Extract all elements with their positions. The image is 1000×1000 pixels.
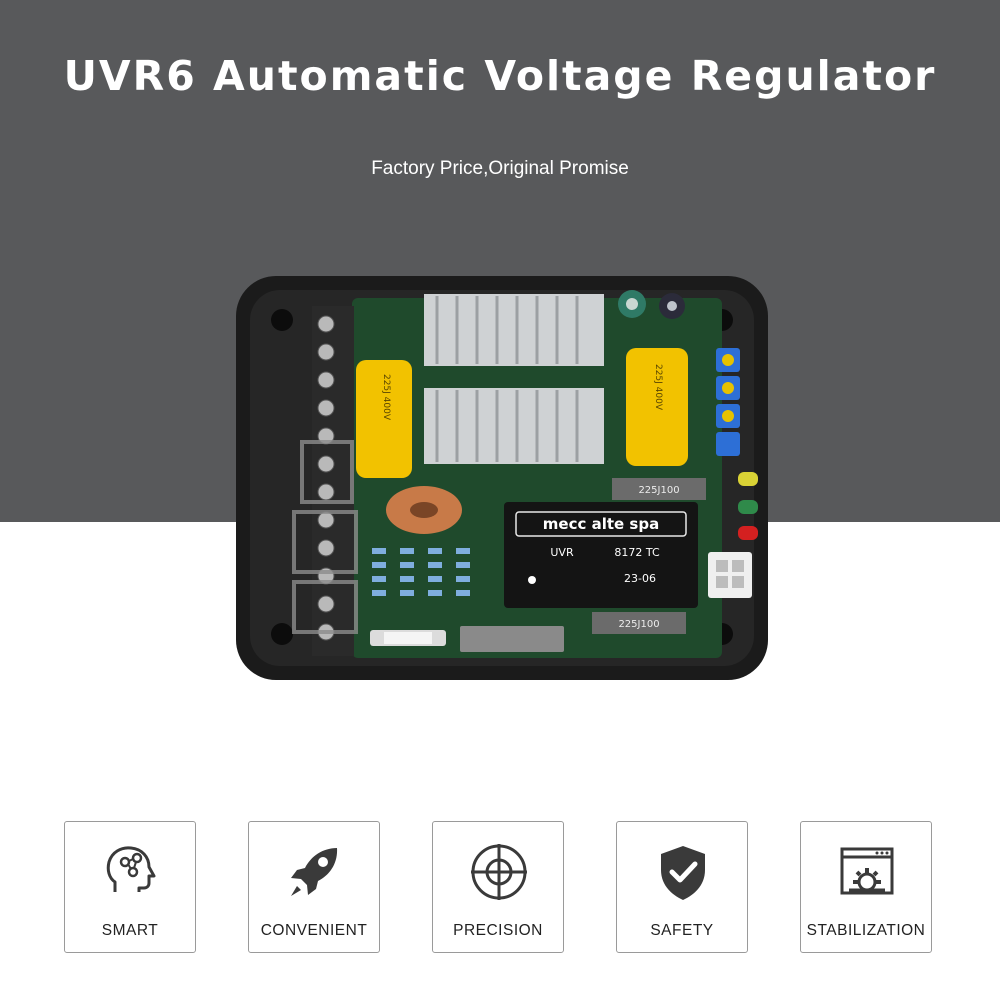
feature-card-safety: SAFETY bbox=[616, 821, 748, 953]
feature-label: SAFETY bbox=[650, 922, 714, 939]
crosshair-icon bbox=[471, 844, 527, 900]
page-title: UVR6 Automatic Voltage Regulator bbox=[63, 52, 937, 100]
svg-text:mecc alte spa: mecc alte spa bbox=[543, 515, 659, 533]
feature-label: SMART bbox=[101, 922, 159, 939]
page-subtitle: Factory Price,Original Promise bbox=[371, 158, 629, 179]
capacitor-right: 225J 400V bbox=[626, 348, 688, 466]
capacitor-left: 225J 400V bbox=[356, 360, 412, 478]
feature-card-precision: PRECISION bbox=[432, 821, 564, 953]
feature-card-stabilization: STABILIZATION bbox=[800, 821, 932, 953]
film-capacitor-top: 225J100 bbox=[612, 478, 706, 500]
feature-card-convenient: CONVENIENT bbox=[248, 821, 380, 953]
feature-label: STABILIZATION bbox=[806, 922, 926, 939]
film-capacitor-bottom: 225J100 bbox=[592, 612, 686, 634]
svg-text:225J 400V: 225J 400V bbox=[653, 364, 663, 411]
svg-text:8172 TC: 8172 TC bbox=[614, 546, 660, 559]
svg-text:225J100: 225J100 bbox=[638, 485, 679, 496]
control-module: mecc alte spa UVR 8172 TC 23-06 bbox=[504, 502, 698, 608]
heatsink-bottom bbox=[424, 388, 604, 464]
window-gear-icon bbox=[840, 847, 894, 895]
svg-text:23-06: 23-06 bbox=[624, 572, 656, 585]
shield-check-icon bbox=[661, 846, 705, 900]
terminal-block bbox=[292, 306, 358, 656]
svg-text:225J 400V: 225J 400V bbox=[381, 374, 391, 421]
svg-text:225J100: 225J100 bbox=[618, 619, 659, 630]
feature-label: PRECISION bbox=[453, 922, 543, 939]
rocket-icon bbox=[291, 848, 338, 896]
feature-card-smart: SMART bbox=[64, 821, 196, 953]
svg-text:UVR: UVR bbox=[550, 546, 574, 559]
product-image: 225J 400V 225J 400V 225J100 225J1 bbox=[236, 276, 768, 680]
feature-list: SMART CONVENIENT PRECISION SAFETY bbox=[64, 821, 934, 955]
head-network-icon bbox=[106, 846, 156, 892]
heatsink-top bbox=[424, 294, 604, 366]
feature-label: CONVENIENT bbox=[260, 922, 368, 939]
